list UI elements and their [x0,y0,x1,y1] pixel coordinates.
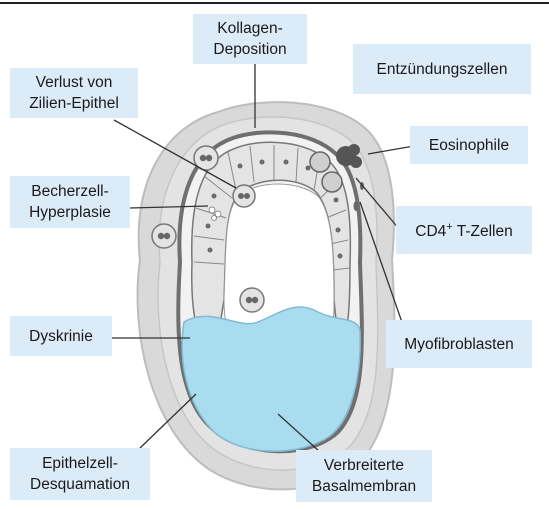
label-text: Becherzell- [31,181,109,202]
label-text: Desquamation [30,474,130,495]
cd4-text: CD4 [415,224,446,241]
label-text: Verbreiterte [324,455,404,476]
label-text: Eosinophile [429,135,509,156]
label-text: Entzündungszellen [377,59,508,80]
label-text: Dyskrinie [29,326,93,347]
t-zellen-text: T-Zellen [453,224,513,241]
label-entzuendungszellen: Entzündungszellen [353,44,531,94]
label-dyskrinie: Dyskrinie [10,316,112,356]
label-epithelzell-desquamation: Epithelzell- Desquamation [10,448,150,500]
label-text: Myofibroblasten [404,334,513,355]
label-text: CD4+ T-Zellen [415,217,512,242]
label-kollagen-deposition: Kollagen- Deposition [193,14,307,64]
label-becherzell-hyperplasie: Becherzell- Hyperplasie [10,176,130,228]
label-text: Hyperplasie [29,202,111,223]
label-text: Basalmembran [312,476,416,497]
label-text: Deposition [213,39,286,60]
label-eosinophile: Eosinophile [410,126,528,164]
label-text: Zilien-Epithel [29,93,119,114]
label-myofibroblasten: Myofibroblasten [386,320,532,368]
label-text: Verlust von [36,72,113,93]
label-text: Kollagen- [217,18,283,39]
label-cd4-t-zellen: CD4+ T-Zellen [396,206,532,254]
label-text: Epithelzell- [42,453,118,474]
label-verbreiterte-basalmembran: Verbreiterte Basalmembran [296,450,432,502]
label-verlust-zilien-epithel: Verlust von Zilien-Epithel [10,68,138,118]
